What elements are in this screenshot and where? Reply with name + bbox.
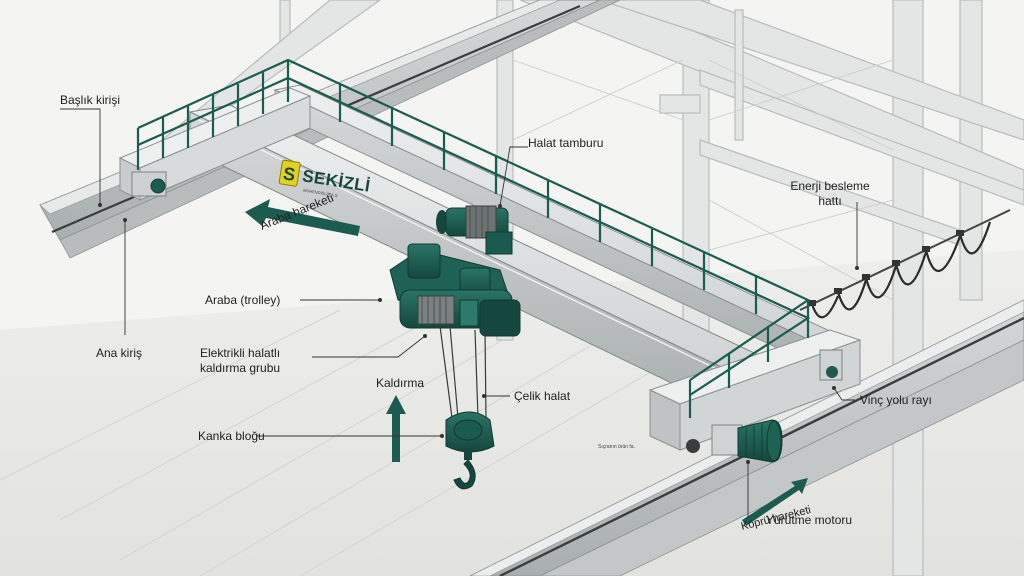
leader-lines bbox=[60, 108, 858, 518]
runway-rail-label: Vinç yolu rayı bbox=[860, 393, 932, 407]
right-end-carriage bbox=[648, 329, 862, 453]
hook-block bbox=[445, 411, 495, 490]
header-beam-label: Başlık kirişi bbox=[60, 93, 120, 107]
sekizli-logo-icon bbox=[278, 159, 301, 187]
hoist-label-2: kaldırma grubu bbox=[200, 361, 280, 375]
brand-tagline: MÜHENDİSLİK A.Ş. bbox=[303, 188, 339, 199]
bridge-motion-arrow-icon bbox=[742, 478, 808, 526]
building-bracing bbox=[512, 59, 894, 301]
trolley-hoist bbox=[389, 243, 521, 337]
logo-letter: S bbox=[282, 163, 297, 185]
travel-motor-label: Yürütme motoru bbox=[766, 513, 852, 527]
hoist-label-1: Elektrikli halatlı bbox=[200, 346, 280, 360]
trolley-motion-arrow-icon bbox=[245, 199, 360, 236]
lift-arrow-icon bbox=[386, 395, 406, 462]
main-girder-label: Ana kiriş bbox=[96, 346, 142, 360]
steel-rope-label: Çelik halat bbox=[514, 389, 571, 403]
energy-line-label-2: hattı bbox=[818, 194, 841, 208]
lift-label: Kaldırma bbox=[376, 376, 424, 390]
sketch-note: Sıçranın ürün fa. bbox=[598, 444, 635, 450]
trolley-label: Araba (trolley) bbox=[205, 293, 280, 307]
walkway-railing bbox=[136, 58, 811, 418]
hook-block-label: Kanka bloğu bbox=[198, 429, 265, 443]
rope-drum bbox=[436, 205, 513, 255]
leader-dots bbox=[98, 203, 859, 464]
energy-supply-line bbox=[799, 209, 1011, 319]
rope-drum-label: Halat tamburu bbox=[528, 136, 603, 150]
energy-line-label-1: Enerji besleme bbox=[790, 179, 870, 193]
bridge-travel-motor bbox=[711, 419, 783, 463]
steel-ropes bbox=[439, 325, 487, 419]
